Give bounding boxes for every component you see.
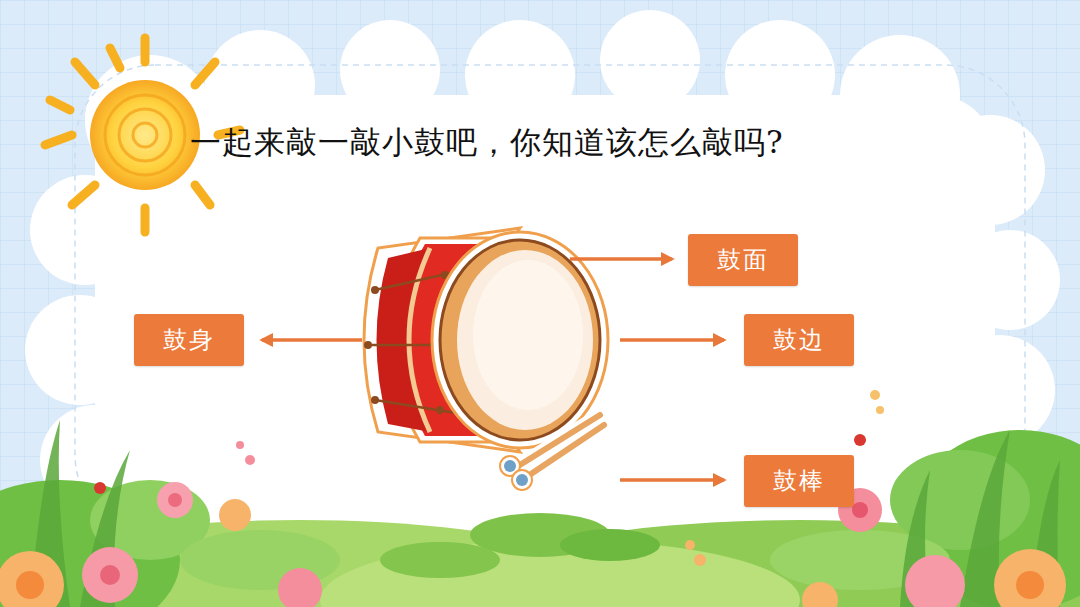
label-box: 鼓边 xyxy=(744,314,854,366)
label-box: 鼓身 xyxy=(134,314,244,366)
part-name: 鼓棒 xyxy=(773,465,825,497)
label-box: 鼓面 xyxy=(688,234,798,286)
heading: 一起来敲一敲小鼓吧，你知道该怎么敲吗? xyxy=(190,122,784,164)
part-name: 鼓面 xyxy=(717,244,769,276)
label-box: 鼓棒 xyxy=(744,455,854,507)
drum xyxy=(364,228,608,490)
cloud-panel xyxy=(25,10,1060,535)
part-name: 鼓身 xyxy=(163,324,215,356)
leader-arrows xyxy=(262,259,724,480)
part-name: 鼓边 xyxy=(773,324,825,356)
